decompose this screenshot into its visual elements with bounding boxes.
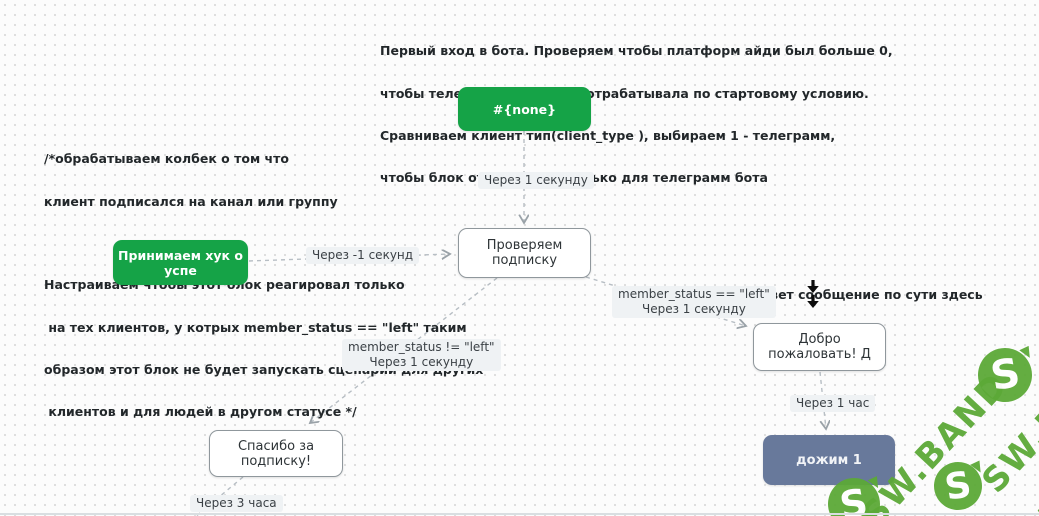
node-start[interactable]: #{none} — [458, 87, 591, 131]
edge-label-welcome-dozhim[interactable]: Через 1 час — [790, 395, 876, 412]
edge-label-start-check[interactable]: Через 1 секунду — [478, 172, 594, 189]
node-thanks[interactable]: Спасибо за подписку! — [209, 430, 343, 477]
note-line: на тех клиентов, у котрых member_status … — [44, 319, 467, 335]
edge-label-check-thanks[interactable]: member_status != "left" Через 1 секунду — [342, 339, 501, 371]
node-label: Принимаем хук о успе — [118, 247, 243, 278]
note-line: клиент подписался на канал или группу — [44, 193, 338, 209]
node-label: Проверяем подписку — [486, 238, 563, 268]
note-line: клиентов и для людей в другом статусе */ — [44, 404, 357, 420]
watermark-text: SW.BAND — [974, 331, 1039, 501]
note-line: Привет сообщение по сути здесь — [742, 287, 983, 303]
edge-delay: Через 1 секунду — [369, 355, 474, 369]
note-line: /*обрабатываем колбек о том что — [44, 151, 289, 167]
canvas-bottom-edge — [0, 513, 1039, 515]
note-hello-message[interactable]: Привет сообщение по сути здесь — [742, 260, 983, 331]
edge-condition: member_status == "left" — [618, 287, 770, 301]
edge-delay: Через 1 секунду — [641, 302, 746, 316]
node-label: Спасибо за подписку! — [237, 438, 315, 469]
note-line: чтобы телеграмм группа не отрабатывала п… — [380, 85, 869, 101]
node-label: Добро пожаловать! Д — [768, 332, 871, 362]
node-label: дожим 1 — [796, 452, 862, 468]
double-down-arrow-icon — [807, 280, 819, 308]
edge-condition: member_status != "left" — [348, 340, 495, 354]
node-label: #{none} — [492, 101, 557, 117]
note-callback-block[interactable]: /*обрабатываем колбек о том что клиент п… — [44, 124, 483, 448]
note-line: Сравниваем клиент тип(client_type ), выб… — [380, 128, 836, 143]
node-dozhim-1[interactable]: дожим 1 — [763, 435, 895, 485]
watermark-logo-icon: S — [928, 456, 988, 516]
edge-label-thanks-out[interactable]: Через 3 часа — [190, 495, 283, 512]
note-line: Настраиваем чтобы этот блок реагировал т… — [44, 277, 405, 293]
edge-label-check-welcome[interactable]: member_status == "left" Через 1 секунду — [612, 286, 776, 318]
node-check-subscription[interactable]: Проверяем подписку — [458, 228, 591, 278]
watermark-logo-icon: S — [972, 342, 1038, 408]
watermark-text: SW.BAND — [994, 405, 1039, 516]
edge-label-hook-check[interactable]: Через -1 секунд — [306, 247, 420, 264]
node-welcome[interactable]: Добро пожаловать! Д — [753, 323, 886, 371]
node-webhook[interactable]: Принимаем хук о успе — [113, 240, 248, 285]
note-line: Первый вход в бота. Проверяем чтобы плат… — [380, 43, 893, 59]
